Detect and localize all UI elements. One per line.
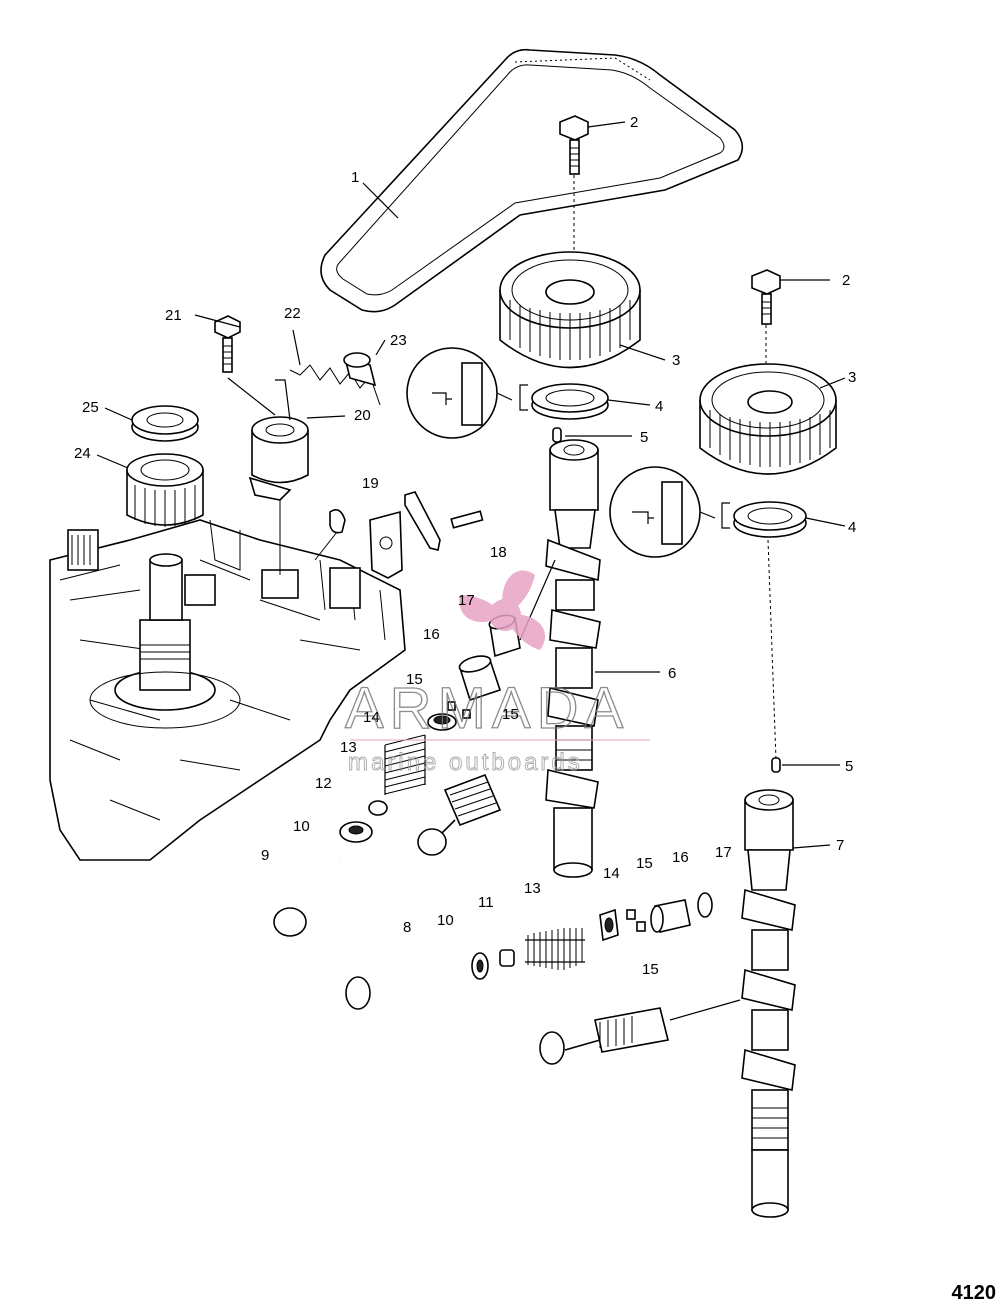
tensioner-sleeve xyxy=(343,352,377,387)
callout-keeper-bottom-a: 15 xyxy=(636,855,653,872)
camshaft-sprocket-top xyxy=(499,251,641,369)
dowel-pin-right xyxy=(771,757,781,773)
assembled-valve-exhaust xyxy=(417,773,502,856)
callout-seat-bottom: 10 xyxy=(437,912,454,929)
callout-tensioner: 20 xyxy=(354,407,371,424)
camshaft-exhaust xyxy=(545,439,601,878)
callout-washer-top: 4 xyxy=(655,398,663,415)
callout-lifter-bottom: 16 xyxy=(672,849,689,866)
callout-lifter-left: 16 xyxy=(423,626,440,643)
callout-sprocket-top: 3 xyxy=(672,352,680,369)
callout-crank-sprocket: 24 xyxy=(74,445,91,462)
callout-sprocket-right: 3 xyxy=(848,369,856,386)
sprocket-bolt-right xyxy=(751,269,781,395)
callout-keeper-left-b: 15 xyxy=(502,706,519,723)
watermark: ARMADA marine outboards xyxy=(344,570,650,776)
washer-detail-inset-right xyxy=(609,466,716,558)
callout-keeper-left-a: 15 xyxy=(406,671,423,688)
bracket xyxy=(369,491,484,579)
callout-camshaft-intake: 7 xyxy=(836,837,844,854)
callout-seal: 11 xyxy=(478,894,494,911)
dowel-pin-top xyxy=(552,427,562,443)
callout-sleeve: 23 xyxy=(390,332,407,349)
callout-tensioner-bolt: 21 xyxy=(165,307,182,324)
callout-tensioner-spring: 22 xyxy=(284,305,301,322)
valve-retainer-bottom xyxy=(599,908,619,942)
watermark-brand: ARMADA xyxy=(345,676,629,741)
camshaft-intake xyxy=(741,789,796,1218)
sprocket-bolt-top xyxy=(559,115,589,290)
assembled-valve-intake xyxy=(539,999,741,1065)
belt-tensioner xyxy=(248,379,309,575)
callout-spring-bottom: 13 xyxy=(524,880,541,897)
camshaft-sprocket-right xyxy=(699,363,837,475)
crankshaft-nose xyxy=(67,529,241,729)
crankshaft-nut xyxy=(131,405,199,442)
valve-seat-left xyxy=(339,821,373,843)
valve-retainer-left xyxy=(427,701,471,731)
washer-detail-inset-top xyxy=(406,347,513,439)
callout-seal-left: 12 xyxy=(315,775,332,792)
callout-plate: 19 xyxy=(362,475,379,492)
leader-lines xyxy=(96,121,846,849)
callout-seat-left: 10 xyxy=(293,818,310,835)
callout-valve-exhaust: 9 xyxy=(261,847,269,864)
valve-keeper-bottom-b xyxy=(636,921,646,932)
intake-valve xyxy=(345,963,471,1010)
valve-seal-bottom xyxy=(499,949,515,967)
spacer-plate xyxy=(314,509,346,561)
callout-belt: 1 xyxy=(351,169,359,186)
callout-bolt-top: 2 xyxy=(630,114,638,131)
exhaust-valve xyxy=(273,859,342,937)
callout-keeper-bottom-b: 15 xyxy=(642,961,659,978)
washer-top xyxy=(519,383,609,420)
callout-bracket: 18 xyxy=(490,544,507,561)
callout-shim-bottom: 17 xyxy=(715,844,732,861)
callout-bolt-right: 2 xyxy=(842,272,850,289)
watermark-tagline: marine outboards xyxy=(348,749,583,776)
callout-washer-right: 4 xyxy=(848,519,856,536)
valve-seal-left xyxy=(368,800,388,816)
callout-camshaft-exhaust: 6 xyxy=(668,665,676,682)
cylinder-head-block xyxy=(49,519,406,861)
shim-intake xyxy=(697,892,713,918)
callout-retainer-left: 14 xyxy=(363,709,380,726)
lifter-intake xyxy=(650,899,691,933)
figure-number: 4120 xyxy=(951,1282,997,1304)
crankshaft-sprocket xyxy=(126,453,204,527)
callout-retainer-bottom: 14 xyxy=(603,865,620,882)
valve-seat-bottom xyxy=(471,952,489,980)
callout-pin-right: 5 xyxy=(845,758,853,775)
callout-labels: 1 2 2 3 3 4 4 5 5 6 7 8 9 10 10 11 12 13… xyxy=(74,114,856,978)
washer-right xyxy=(721,501,807,761)
tensioner-bolt xyxy=(214,315,276,416)
timing-belt xyxy=(320,48,744,313)
valve-keeper-bottom-a xyxy=(626,909,636,920)
callout-pin-top: 5 xyxy=(640,429,648,446)
callout-valve-intake: 8 xyxy=(403,919,411,936)
valve-spring-bottom xyxy=(525,928,585,970)
callout-spring-left: 13 xyxy=(340,739,357,756)
propeller-logo xyxy=(459,570,546,650)
callout-shim-left: 17 xyxy=(458,592,475,609)
callout-nut: 25 xyxy=(82,399,99,416)
